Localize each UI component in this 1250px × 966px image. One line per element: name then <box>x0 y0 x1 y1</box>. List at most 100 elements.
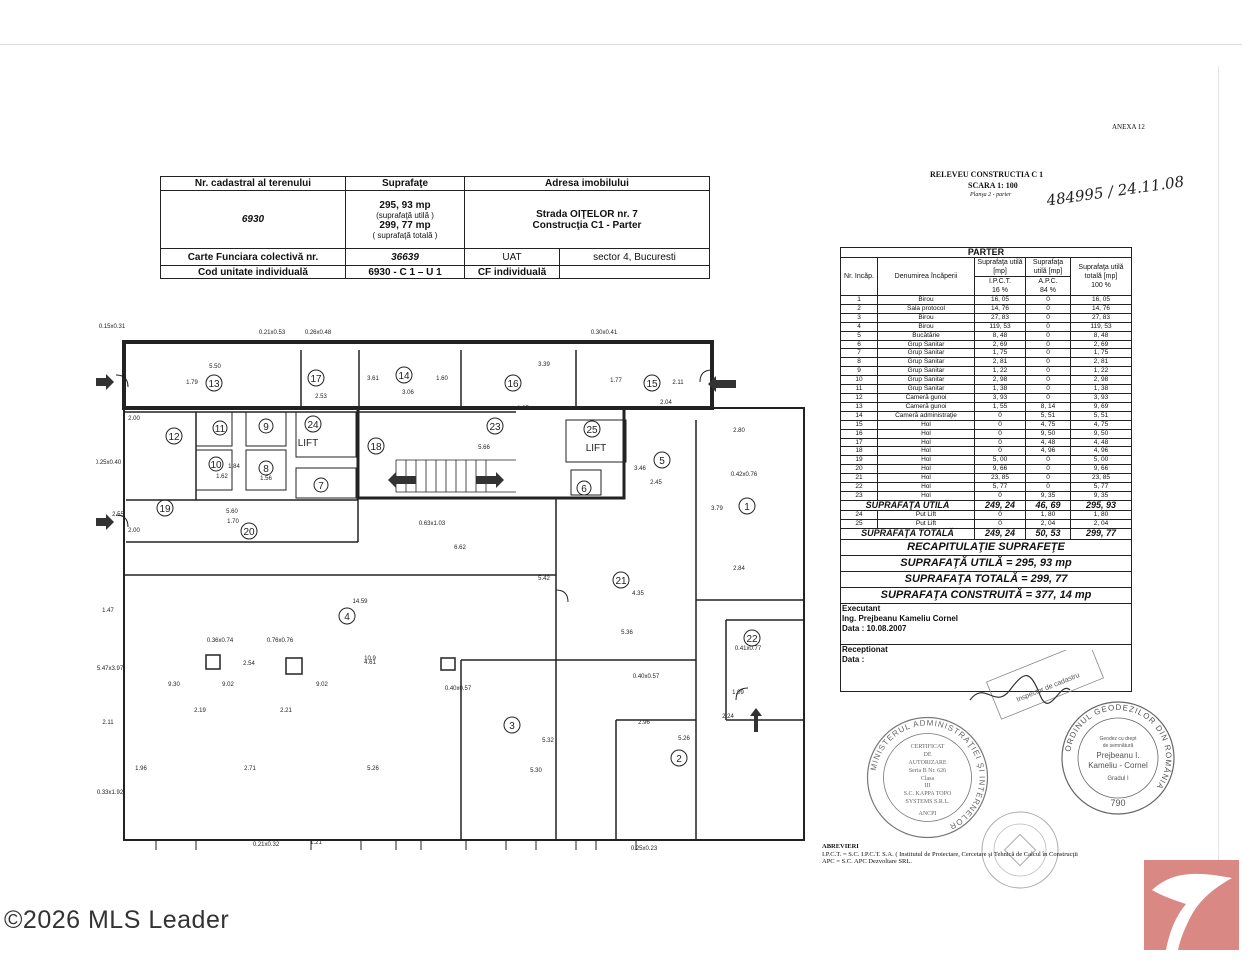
room-14: 14 <box>398 371 410 382</box>
col-total-pct: 100 % <box>1091 282 1111 289</box>
room-cell-apc: 0 <box>1025 321 1071 332</box>
embossed-seal <box>981 811 1059 889</box>
top-edge-line <box>0 44 1242 45</box>
svg-text:2.55: 2.55 <box>112 512 124 518</box>
svg-text:10.9: 10.9 <box>364 656 376 662</box>
svg-text:2.00: 2.00 <box>128 416 140 422</box>
svg-text:2.11: 2.11 <box>672 380 684 386</box>
address-building: Construcţia C1 - Parter <box>532 219 642 231</box>
room-cell-apc: 0 <box>1025 455 1071 466</box>
svg-text:2.80: 2.80 <box>733 428 745 434</box>
room-cell-ipct: 16, 05 <box>974 295 1026 305</box>
room-cell-name: Hol <box>877 455 975 466</box>
stamp-right-l5: Gradul I <box>1107 776 1129 782</box>
room-cell-apc: 0 <box>1025 303 1071 314</box>
room-cell-name: Grup Sanitar <box>877 375 975 386</box>
room-cell-total: 4, 75 <box>1070 419 1132 430</box>
svg-text:3.61: 3.61 <box>367 376 379 382</box>
col-ipct-pct: 16 % <box>992 287 1008 294</box>
room-cell-name: Hol <box>877 473 975 484</box>
room-cell-total: 3, 93 <box>1070 392 1132 403</box>
svg-text:2.45: 2.45 <box>650 480 662 486</box>
room-cell-name: Grup Sanitar <box>877 384 975 394</box>
room-cell-apc: 4, 75 <box>1025 419 1071 430</box>
room-cell-ipct: 1, 38 <box>974 384 1026 394</box>
room-12: 12 <box>168 432 180 443</box>
room-cell-ipct: 0 <box>974 446 1026 457</box>
room-cell-total: 9, 50 <box>1070 428 1132 439</box>
room-cell-nr: 20 <box>840 464 878 475</box>
svg-text:1.47: 1.47 <box>102 608 114 614</box>
receptionat-cell: Receptionat Data : <box>840 643 1132 692</box>
room-cell-ipct: 3, 93 <box>974 392 1026 403</box>
svg-text:5.30: 5.30 <box>530 768 542 774</box>
room-cell-ipct: 2, 98 <box>974 375 1026 386</box>
uat-value: sector 4, Bucuresti <box>559 248 710 266</box>
room-3: 3 <box>509 721 515 732</box>
util-label: SUPRAFAŢA UTILĂ <box>840 499 975 512</box>
room-cell-total: 5, 00 <box>1070 455 1132 466</box>
uat-label: UAT <box>464 248 560 266</box>
room-cell-apc: 0 <box>1025 392 1071 403</box>
stamp-left-l4: Seria B Nr. 626 <box>909 768 946 774</box>
room-cell-total: 23, 85 <box>1070 473 1132 484</box>
room-cell-nr: 16 <box>840 428 878 439</box>
unit-value: 6930 - C 1 – U 1 <box>345 265 465 279</box>
room-cell-nr: 22 <box>840 482 878 492</box>
room-8: 8 <box>263 464 269 475</box>
svg-text:0.21x0.32: 0.21x0.32 <box>253 842 280 848</box>
svg-text:3.06: 3.06 <box>402 390 414 396</box>
room-cell-ipct: 23, 85 <box>974 473 1026 484</box>
svg-text:0.76x0.76: 0.76x0.76 <box>267 638 294 644</box>
room-cell-name: Grup Sanitar <box>877 339 975 350</box>
stamp-right-l6: 790 <box>1110 798 1125 808</box>
stamp-left-l8: SYSTEMS S.R.L. <box>905 799 950 805</box>
room-cell-nr: 5 <box>840 330 878 341</box>
recap-util: SUPRAFAŢĂ UTILĂ = 295, 93 mp <box>840 554 1132 572</box>
parter-surface-table: PARTER Nr. Incăp. Denumirea încăperii Su… <box>840 247 1132 692</box>
stair-core <box>356 406 626 500</box>
col-apc-cell: A.P.C.84 % <box>1025 276 1071 296</box>
room-20: 20 <box>243 527 255 538</box>
room-cell-ipct: 1, 22 <box>974 366 1026 377</box>
svg-text:3.46: 3.46 <box>634 466 646 472</box>
col-total-header: Suprafaţa utilă totală [mp] 100 % <box>1070 257 1132 296</box>
total-apc: 50, 53 <box>1025 528 1071 540</box>
svg-text:1.77: 1.77 <box>610 378 622 384</box>
header-cadastral: Nr. cadastral al terenului <box>160 176 346 191</box>
room-cell-name: Cameră gunoi <box>877 401 975 412</box>
room-cell-name: Birou <box>877 312 975 323</box>
room-cell-ipct: 2, 69 <box>974 339 1026 350</box>
svg-text:0.40x0.57: 0.40x0.57 <box>633 674 660 680</box>
room-cell-nr: 23 <box>840 490 878 501</box>
stamp-left-l3: AUTORIZARE <box>908 760 947 766</box>
room-cell-total: 1, 22 <box>1070 366 1132 377</box>
total-total: 299, 77 <box>1070 528 1132 540</box>
room-cell-total: 8, 48 <box>1070 330 1132 341</box>
stamp-right-l3: Prejbeanu I. <box>1096 751 1139 760</box>
stamp-left-l1: CERTIFICAT <box>911 744 945 750</box>
survey-title: RELEVEU CONSTRUCTIA C 1 <box>930 170 1044 179</box>
room-cell-name: Grup Sanitar <box>877 348 975 359</box>
svg-text:9.30: 9.30 <box>168 682 180 688</box>
room-cell-ipct: 0 <box>974 428 1026 439</box>
col-total-top: Suprafaţa utilă totală [mp] <box>1078 264 1124 280</box>
room-cell-ipct: 1, 75 <box>974 348 1026 359</box>
svg-text:2.00: 2.00 <box>128 528 140 534</box>
executant-date: Data : 10.08.2007 <box>842 623 907 633</box>
room-16: 16 <box>507 379 519 390</box>
